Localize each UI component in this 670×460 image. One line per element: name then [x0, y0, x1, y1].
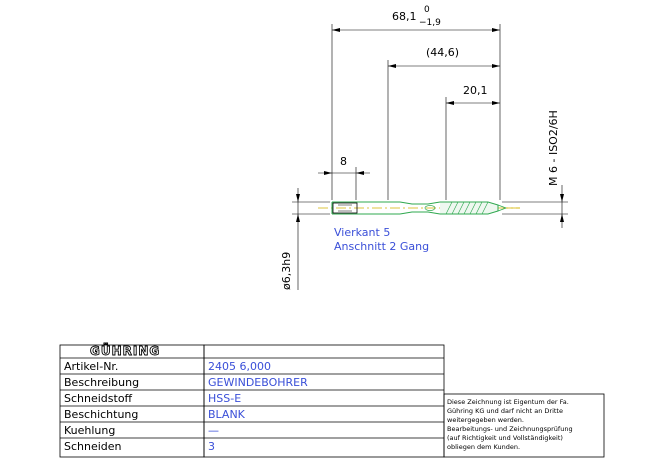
disclaimer-line-6: obliegen dem Kunden. [447, 443, 520, 451]
neck-flute-start [424, 205, 436, 211]
title-block: GÜHRING Artikel-Nr. 2405 6,000 Beschreib… [59, 343, 605, 458]
label-cooling: Kuehlung [64, 424, 115, 437]
note-chamfer: Anschnitt 2 Gang [334, 240, 429, 253]
dim-shank-length: (44,6) [426, 46, 459, 59]
value-description: GEWINDEBOHRER [208, 376, 308, 389]
disclaimer-line-1: Diese Zeichnung ist Eigentum der Fa. [447, 398, 569, 406]
title-block-logo: GÜHRING [90, 343, 160, 358]
value-coating: BLANK [208, 408, 246, 421]
tool-neck [399, 201, 441, 215]
dim-overall-tol-upper: 0 [424, 5, 430, 15]
value-cutting-material: HSS-E [208, 392, 241, 405]
dim-square-length: 8 [340, 155, 347, 168]
label-cutting-edges: Schneiden [64, 440, 122, 453]
label-description: Beschreibung [64, 376, 139, 389]
disclaimer-box [443, 393, 605, 458]
label-coating: Beschichtung [64, 408, 138, 421]
value-article-no: 2405 6,000 [208, 360, 271, 373]
dimension-arrows [296, 28, 564, 222]
label-article-no: Artikel-Nr. [64, 360, 118, 373]
thread-hatching [445, 201, 489, 215]
square-drive [332, 202, 358, 214]
dim-overall-length: 68,1 [392, 10, 417, 23]
dim-shank-diameter: ø6,3h9 [280, 252, 293, 290]
dim-thread-spec: M 6 - ISO2/6H [547, 110, 560, 186]
disclaimer-line-2: Gühring KG und darf nicht an Dritte [447, 407, 563, 415]
tool-body [318, 201, 520, 215]
disclaimer-line-3: weitergegeben werden. [447, 416, 524, 424]
value-cutting-edges: 3 [208, 440, 215, 453]
disclaimer-line-4: Bearbeitungs- und Zeichnungsprüfung [447, 425, 573, 433]
value-cooling: — [208, 424, 219, 437]
disclaimer-line-5: (auf Richtigkeit und Vollständigkeit) [447, 434, 563, 442]
dim-overall-tol-lower: −1,9 [419, 18, 441, 28]
label-cutting-material: Schneidstoff [64, 392, 133, 405]
dim-thread-length: 20,1 [463, 84, 488, 97]
note-square-drive: Vierkant 5 [334, 226, 390, 239]
